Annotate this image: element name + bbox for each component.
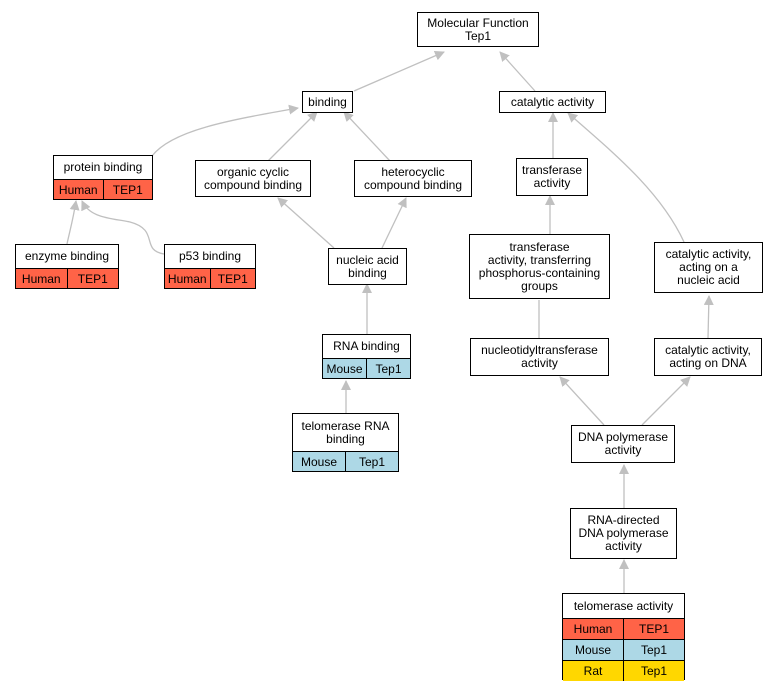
- edge-dnapol-cat-dna: [641, 376, 691, 426]
- edge-binding-mf: [353, 50, 445, 92]
- species-name: Human: [563, 619, 623, 639]
- species-row: Mouse Tep1: [563, 639, 684, 660]
- node-binding[interactable]: binding: [302, 91, 353, 113]
- node-dna-polymerase-activity[interactable]: DNA polymerase activity: [571, 425, 675, 463]
- node-label: organic cyclic compound binding: [203, 164, 303, 192]
- node-label: DNA polymerase activity: [577, 430, 669, 457]
- edge-p53-protein: [81, 200, 165, 255]
- species-name: Human: [54, 180, 103, 199]
- node-p53-binding[interactable]: p53 binding Human TEP1: [164, 244, 256, 289]
- edge-organic-binding: [267, 111, 318, 162]
- node-heterocyclic-compound-binding[interactable]: heterocyclic compound binding: [354, 160, 472, 197]
- node-catalytic-activity[interactable]: catalytic activity: [499, 91, 606, 113]
- species-row: Human TEP1: [563, 618, 684, 639]
- gene-name: TEP1: [623, 619, 684, 639]
- node-nucleic-acid-binding[interactable]: nucleic acid binding: [328, 248, 407, 285]
- edge-catalytic-mf: [499, 51, 536, 92]
- species-name: Human: [16, 269, 67, 288]
- gene-name: Tep1: [623, 640, 684, 660]
- species-row: Mouse Tep1: [293, 451, 398, 471]
- species-name: Mouse: [293, 452, 345, 471]
- species-row: Human TEP1: [16, 268, 118, 288]
- node-protein-binding[interactable]: protein binding Human TEP1: [53, 155, 153, 200]
- node-telomerase-rna-binding[interactable]: telomerase RNA binding Mouse Tep1: [292, 413, 399, 472]
- gene-name: Tep1: [366, 359, 410, 378]
- species-row: Human TEP1: [54, 179, 152, 199]
- node-label: catalytic activity: [510, 94, 595, 109]
- species-name: Mouse: [323, 359, 366, 378]
- gene-name: TEP1: [66, 269, 118, 288]
- node-label: telomerase activity: [573, 598, 674, 613]
- species-name: Mouse: [563, 640, 623, 660]
- node-label: protein binding: [63, 160, 143, 174]
- node-label: catalytic activity, acting on DNA: [665, 343, 751, 370]
- node-label: catalytic activity, acting on a nucleic …: [665, 247, 752, 287]
- node-catalytic-acting-on-nucleic-acid[interactable]: catalytic activity, acting on a nucleic …: [654, 242, 763, 293]
- node-label: p53 binding: [178, 249, 242, 263]
- edge-cat-nucleic-catalytic: [567, 112, 685, 243]
- node-rna-directed-dna-polymerase[interactable]: RNA-directed DNA polymerase activity: [570, 508, 677, 559]
- node-label: heterocyclic compound binding: [363, 164, 463, 192]
- gene-name: Tep1: [345, 452, 398, 471]
- node-rna-binding[interactable]: RNA binding Mouse Tep1: [322, 334, 411, 379]
- species-name: Human: [165, 269, 210, 288]
- edge-dnapol-nucleotidyl: [559, 376, 605, 426]
- node-label: transferase activity, transferring phosp…: [478, 239, 601, 293]
- node-telomerase-activity[interactable]: telomerase activity Human TEP1 Mouse Tep…: [562, 593, 685, 681]
- node-catalytic-acting-on-dna[interactable]: catalytic activity, acting on DNA: [654, 338, 762, 376]
- species-row: Human TEP1: [165, 268, 255, 288]
- node-label: RNA-directed DNA polymerase activity: [578, 513, 669, 553]
- edge-heterocyclic-binding: [343, 111, 391, 162]
- edge-enzyme-protein: [66, 200, 80, 245]
- species-row: Rat Tep1: [563, 660, 684, 681]
- edge-nucleic-heterocyclic: [381, 197, 407, 249]
- species-name: Rat: [563, 661, 623, 681]
- node-nucleotidyltransferase[interactable]: nucleotidyltransferase activity: [470, 338, 609, 376]
- node-label: transferase activity: [521, 163, 583, 190]
- node-molecular-function[interactable]: Molecular Function Tep1: [417, 12, 539, 47]
- node-label: nucleotidyltransferase activity: [481, 343, 598, 370]
- species-row: Mouse Tep1: [323, 358, 410, 378]
- node-organic-cyclic-compound-binding[interactable]: organic cyclic compound binding: [195, 160, 311, 197]
- node-label: RNA binding: [333, 339, 400, 353]
- node-label: telomerase RNA binding: [301, 418, 390, 446]
- edge-protein-binding-binding: [151, 104, 299, 157]
- node-label: binding: [308, 94, 347, 109]
- gene-name: TEP1: [102, 180, 152, 199]
- edge-cat-dna-cat-nucleic: [703, 295, 714, 339]
- node-label: Molecular Function Tep1: [427, 15, 529, 43]
- node-transferase-activity[interactable]: transferase activity: [516, 158, 588, 196]
- edge-nucleic-organic: [277, 197, 335, 249]
- node-label: nucleic acid binding: [336, 252, 399, 280]
- node-enzyme-binding[interactable]: enzyme binding Human TEP1: [15, 244, 119, 289]
- node-transferase-phosphorus[interactable]: transferase activity, transferring phosp…: [469, 234, 610, 299]
- gene-name: TEP1: [209, 269, 255, 288]
- node-label: enzyme binding: [24, 249, 110, 263]
- gene-name: Tep1: [623, 661, 684, 681]
